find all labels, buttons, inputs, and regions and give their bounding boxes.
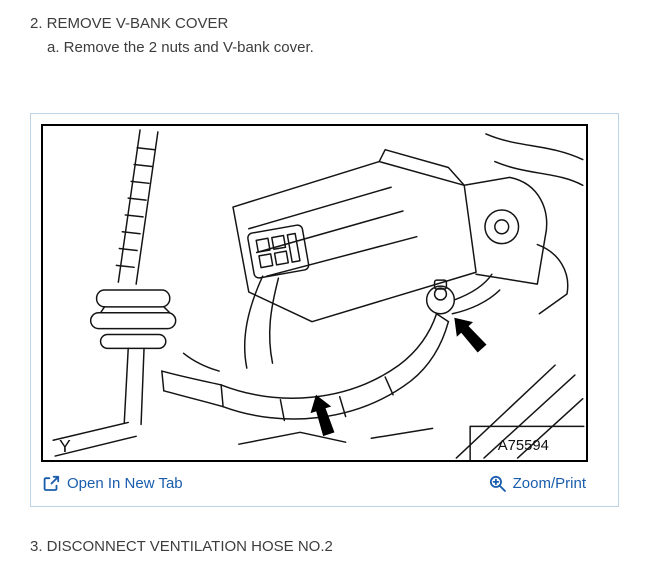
engine-diagram: Y A75594 <box>41 124 588 462</box>
right-assembly <box>463 133 584 315</box>
open-in-new-tab-label: Open In New Tab <box>67 475 183 492</box>
step-2a-text: a. Remove the 2 nuts and V-bank cover. <box>47 39 314 56</box>
zoom-print-label: Zoom/Print <box>512 475 586 492</box>
zoom-icon <box>489 475 506 492</box>
engine-diagram-drawing: Y A75594 <box>52 129 585 460</box>
figure-panel: Y A75594 Open In New Tab Zoom/Print <box>30 113 619 507</box>
figure-actions: Open In New Tab Zoom/Print <box>41 462 588 506</box>
instruction-steps: 2. REMOVE V-BANK COVER a. Remove the 2 n… <box>0 0 662 56</box>
connector-block <box>244 224 310 369</box>
step-2-title: 2. REMOVE V-BANK COVER <box>30 15 229 32</box>
hose-clamp <box>425 273 501 315</box>
zoom-print-link[interactable]: Zoom/Print <box>489 475 586 492</box>
step-3-title: 3. DISCONNECT VENTILATION HOSE NO.2 <box>30 538 333 555</box>
callout-arrow-clamp <box>454 317 487 353</box>
callout-arrow-hose <box>310 394 335 437</box>
open-in-new-tab-icon <box>43 475 60 492</box>
background-lines <box>52 352 585 460</box>
ventilation-hose <box>161 313 450 422</box>
left-bracket <box>89 289 177 426</box>
ladder-strut <box>115 129 159 285</box>
figure-code-label: A75594 <box>498 438 549 454</box>
engine-cover <box>232 148 477 323</box>
figure-corner-label: Y <box>59 436 71 456</box>
open-in-new-tab-link[interactable]: Open In New Tab <box>43 475 183 492</box>
